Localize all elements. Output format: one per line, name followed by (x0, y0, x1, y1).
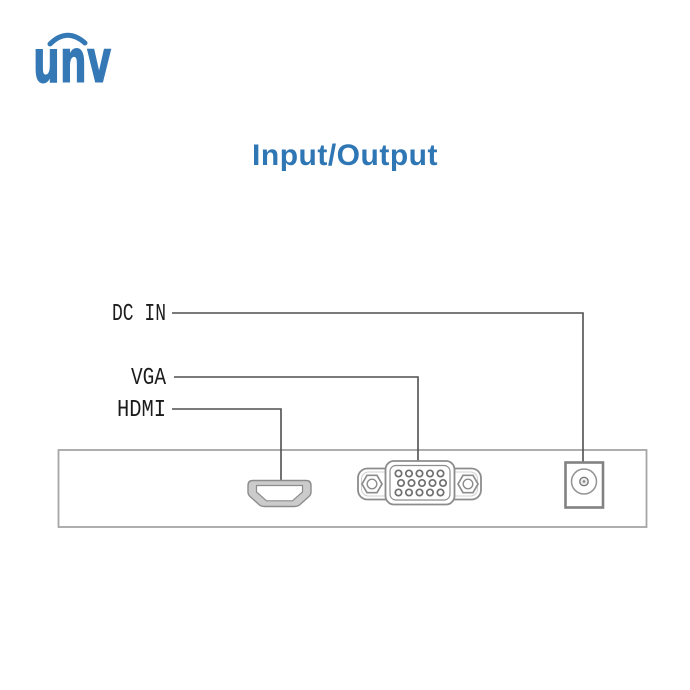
leader-line-hdmi (172, 408, 282, 480)
logo-text: unv (33, 26, 111, 97)
vga-screw-nut-right (457, 474, 479, 494)
vga-screw-nut-left (361, 474, 383, 494)
leader-line-dc-in (172, 312, 584, 477)
unv-logo: unv (33, 25, 112, 97)
label-vga: VGA (131, 365, 166, 392)
logo-swoosh-arc-icon (47, 32, 88, 47)
hdmi-port-icon (247, 479, 312, 508)
device-panel (57, 449, 648, 528)
label-hdmi: HDMI (117, 397, 166, 424)
leader-line-vga (174, 376, 419, 461)
io-diagram: DC IN VGA HDMI (57, 301, 648, 528)
page-title: Input/Output (252, 139, 438, 172)
label-dc-in: DC IN (112, 301, 166, 328)
vga-port-icon (357, 460, 482, 506)
dc-power-jack-icon (564, 461, 605, 509)
